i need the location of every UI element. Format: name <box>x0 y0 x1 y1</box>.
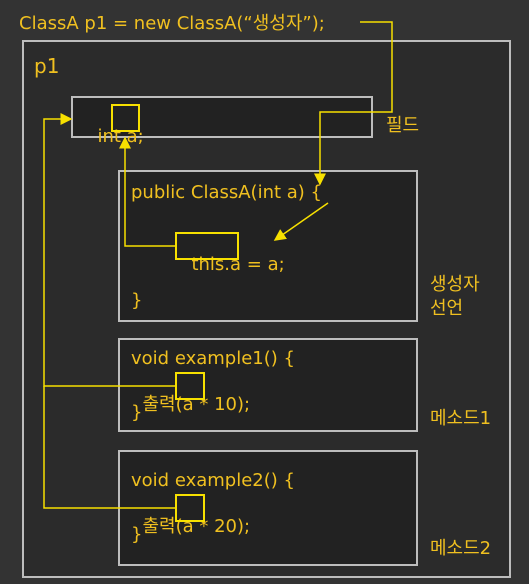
field-code-type: int <box>97 126 127 147</box>
method1-box <box>118 338 418 432</box>
method1-var-highlight <box>175 372 205 400</box>
constructor-signature: public ClassA(int a) { <box>131 182 322 203</box>
arrow-param-to-this-a <box>273 202 329 241</box>
constructor-assign-rest: = a; <box>241 254 285 275</box>
constructor-close-brace: } <box>131 290 143 311</box>
method2-caption: 메소드2 <box>430 538 492 559</box>
method1-body: 출력(a * 10); <box>131 378 250 414</box>
constructor-this-a-highlight <box>175 232 239 260</box>
constructor-caption-line1: 생성자 <box>430 274 480 295</box>
instantiation-code: ClassA p1 = new ClassA(“생성자”); <box>19 13 325 34</box>
method2-var: (a <box>175 516 194 537</box>
method1-caption: 메소드1 <box>430 408 492 429</box>
arrow-method2-to-field <box>43 386 175 509</box>
method1-print: 출력 <box>142 394 176 415</box>
field-box <box>71 96 373 138</box>
constructor-caption-line2: 선언 <box>430 298 464 319</box>
method1-var: (a <box>175 394 194 415</box>
arrow-this-a-to-field <box>119 136 175 247</box>
field-var-highlight <box>111 104 140 132</box>
method2-close-brace: } <box>131 524 143 545</box>
field-caption: 필드 <box>386 115 420 136</box>
arrow-method1-to-field <box>43 113 175 387</box>
method2-var-highlight <box>175 494 205 522</box>
method2-print: 출력 <box>142 516 176 537</box>
method2-signature: void example2() { <box>131 470 295 491</box>
method1-signature: void example1() { <box>131 348 295 369</box>
object-p1-label: p1 <box>34 54 60 78</box>
constructor-this-a: this.a <box>191 254 242 275</box>
arrow-new-to-constructor <box>314 21 393 186</box>
method1-suffix: * 10); <box>193 394 251 415</box>
method2-suffix: * 20); <box>193 516 251 537</box>
constructor-assignment: this.a = a; <box>180 238 285 275</box>
method1-close-brace: } <box>131 402 143 423</box>
method2-body: 출력(a * 20); <box>131 500 250 536</box>
